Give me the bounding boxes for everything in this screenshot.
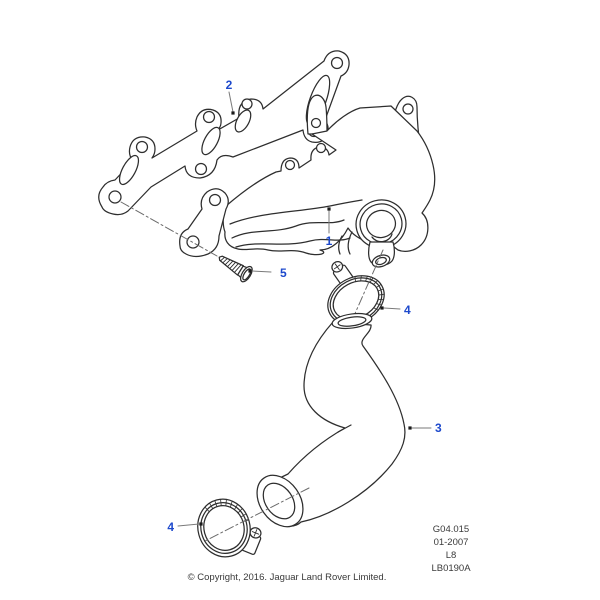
leader-dot-2	[231, 111, 235, 115]
image-code: LB0190A	[431, 562, 471, 574]
leader-dot-3	[408, 426, 412, 430]
callout-5-bolt[interactable]: 5	[280, 266, 287, 280]
lower-hose-clamp-drawing	[197, 498, 262, 558]
callout-4-lower-clamp[interactable]: 4	[167, 520, 174, 534]
leader-dot-1	[327, 207, 331, 211]
leader-dot-4b	[199, 522, 203, 526]
bolt-drawing	[218, 255, 253, 283]
engine-code: L8	[445, 549, 457, 561]
upper-hose-clamp-drawing	[327, 261, 385, 325]
date-code: 01-2007	[433, 536, 469, 548]
hose-drawing	[256, 312, 406, 528]
center-line-gasket-bolt	[120, 201, 218, 257]
leader-dot-5	[248, 269, 252, 273]
copyright-notice: © Copyright, 2016. Jaguar Land Rover Lim…	[187, 572, 387, 583]
center-line-hose-clamp	[202, 487, 310, 543]
figure-reference-block: G04.015 01-2007 L8 LB0190A	[431, 524, 470, 576]
callout-2-gasket[interactable]: 2	[226, 78, 233, 92]
leader-lines	[177, 91, 432, 527]
callout-4-upper-clamp[interactable]: 4	[404, 303, 411, 317]
leader-dot-4a	[380, 306, 384, 310]
manifold-drawing	[179, 94, 436, 268]
figure-code: G04.015	[432, 524, 470, 535]
callout-1-manifold[interactable]: 1	[326, 234, 333, 248]
callout-3-hose[interactable]: 3	[435, 421, 442, 435]
